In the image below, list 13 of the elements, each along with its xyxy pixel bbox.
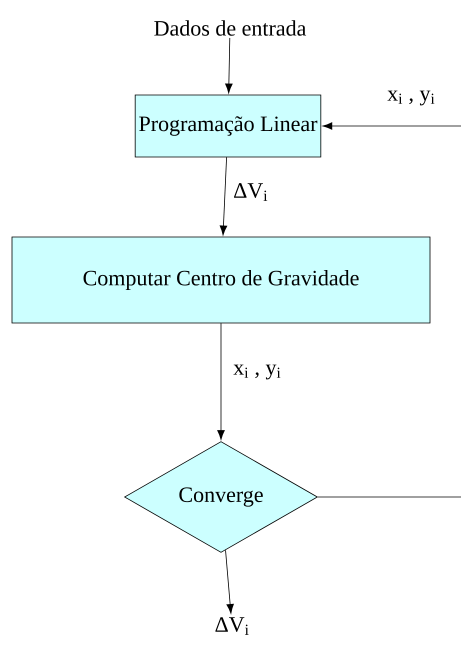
process-box: Computar Centro de Gravidade — [12, 236, 430, 324]
connector-line — [318, 496, 461, 498]
text-label: ΔV$_{i}$ — [215, 617, 249, 635]
edge-label: x$_{i}$ , y$_{i}$ — [386, 90, 436, 106]
arrow — [217, 323, 225, 440]
edge-label: ΔV$_{i}$ — [232, 182, 270, 202]
edge-label: x$_{i}$ , y$_{i}$ — [232, 364, 282, 380]
process-box: Programação Linear — [134, 94, 322, 158]
arrow — [220, 157, 228, 236]
text-label: Dados de entrada — [154, 20, 306, 36]
arrow — [225, 550, 234, 614]
arrow — [322, 122, 461, 130]
arrow — [225, 38, 233, 94]
